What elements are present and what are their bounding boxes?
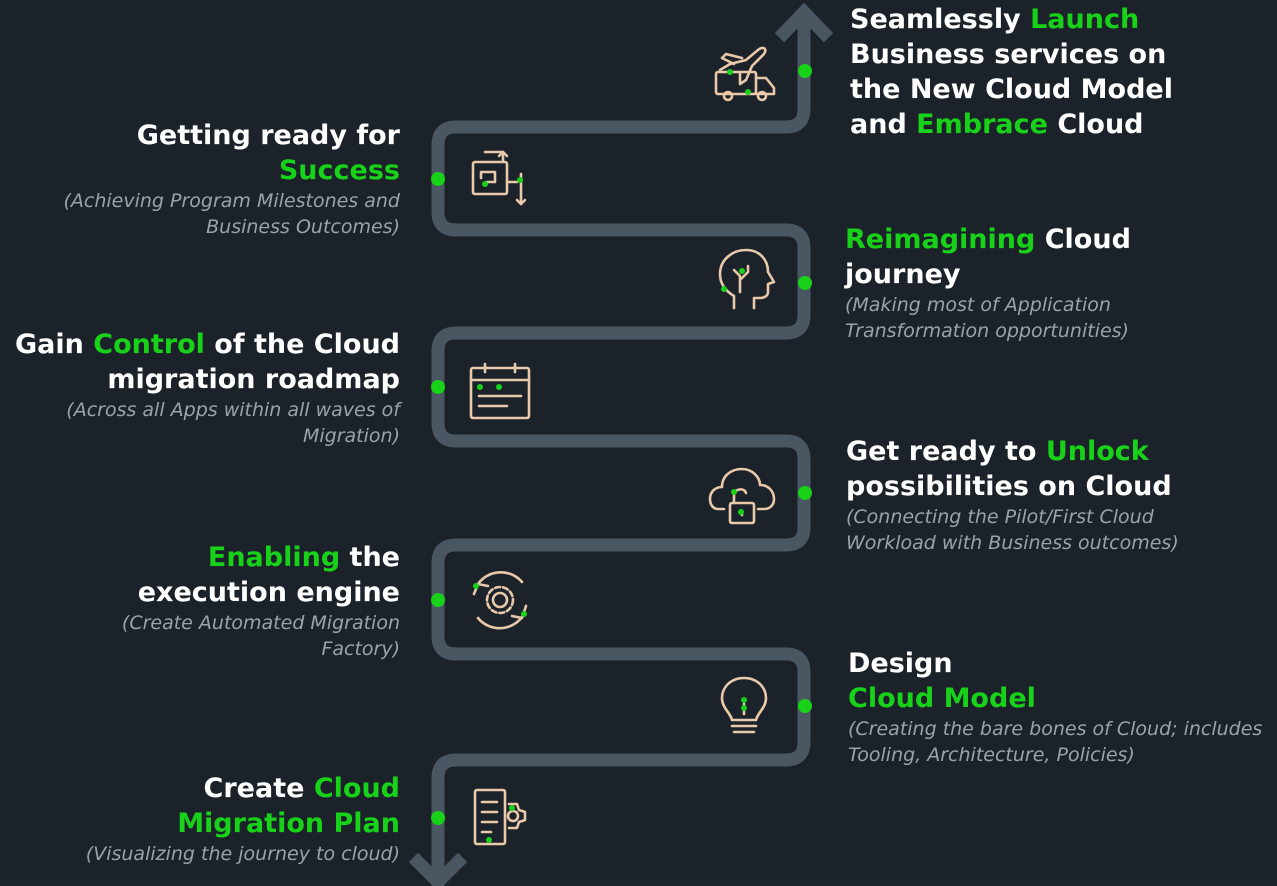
title-text: Business services on [850, 39, 1167, 70]
title-text: Cloud [1047, 109, 1144, 140]
step-enabling-engine: Enabling the execution engine (Create Aut… [40, 540, 400, 662]
highlight-word: Reimagining [845, 224, 1036, 255]
highlight-word: Enabling [207, 542, 341, 573]
milestone-dot [431, 593, 445, 607]
title-text: Getting ready for [136, 120, 400, 151]
title-text: journey [845, 259, 961, 290]
title-text: Create [203, 773, 314, 804]
step-title: Enabling the execution engine [40, 540, 400, 610]
title-text: migration roadmap [107, 364, 400, 395]
title-text: the New Cloud Model [850, 74, 1173, 105]
step-subtitle: (Connecting the Pilot/First Cloud Worklo… [846, 506, 1179, 554]
title-text: Cloud [1035, 224, 1131, 255]
milestone-dot [798, 486, 812, 500]
milestone-dot [798, 64, 812, 78]
title-text: the [340, 542, 400, 573]
title-text: of the Cloud [204, 329, 400, 360]
step-reimagining: Reimagining Cloud journey (Making most of… [845, 222, 1185, 344]
step-subtitle: (Create Automated Migration Factory) [121, 612, 400, 660]
step-title: Gain Control of the Cloud migration roadm… [5, 327, 400, 397]
milestone-dot [431, 811, 445, 825]
gear-cycle-icon [472, 571, 528, 630]
highlight-word: Unlock [1045, 436, 1149, 467]
title-text: possibilities on Cloud [846, 471, 1172, 502]
title-text: Get ready to [846, 436, 1046, 467]
title-text: Design [848, 648, 953, 679]
step-unlock-possibilities: Get ready to Unlock possibilities on Clou… [846, 434, 1236, 556]
milestone-dot [798, 699, 812, 713]
title-text: and [850, 109, 917, 140]
highlight-word: Control [93, 329, 205, 360]
journey-path [431, 14, 811, 886]
highlight-word: Embrace [916, 109, 1048, 140]
step-subtitle: (Across all Apps within all waves of Mig… [66, 399, 400, 447]
step-gain-control: Gain Control of the Cloud migration roadm… [5, 327, 400, 449]
step-title: Reimagining Cloud journey [845, 222, 1185, 292]
step-subtitle: (Creating the bare bones of Cloud; inclu… [848, 718, 1263, 766]
calendar-icon [469, 362, 531, 420]
icon-accents [473, 69, 751, 843]
path-tail-chevron [408, 852, 468, 886]
highlight-word: Success [278, 155, 400, 186]
title-text: Gain [15, 329, 94, 360]
milestone-icon [471, 150, 527, 206]
launch-icon [714, 46, 776, 102]
step-title: Get ready to Unlock possibilities on Clou… [846, 434, 1236, 504]
path-arrow-head [774, 2, 834, 43]
highlight-word: Cloud Model [848, 683, 1036, 714]
head-idea-icon [718, 248, 776, 310]
title-text: execution engine [137, 577, 400, 608]
title-text: Seamlessly [850, 4, 1031, 35]
milestone-dot [431, 172, 445, 186]
milestone-dot [798, 276, 812, 290]
step-subtitle: (Achieving Program Milestones and Busine… [63, 190, 400, 238]
plan-icon [473, 788, 527, 846]
milestone-dot [431, 380, 445, 394]
step-subtitle: (Making most of Application Transformati… [845, 294, 1129, 342]
highlight-word: Migration Plan [177, 808, 400, 839]
cloud-lock-icon [708, 467, 776, 525]
highlight-word: Cloud [313, 773, 400, 804]
step-subtitle: (Visualizing the journey to cloud) [85, 843, 400, 865]
highlight-word: Launch [1030, 4, 1140, 35]
